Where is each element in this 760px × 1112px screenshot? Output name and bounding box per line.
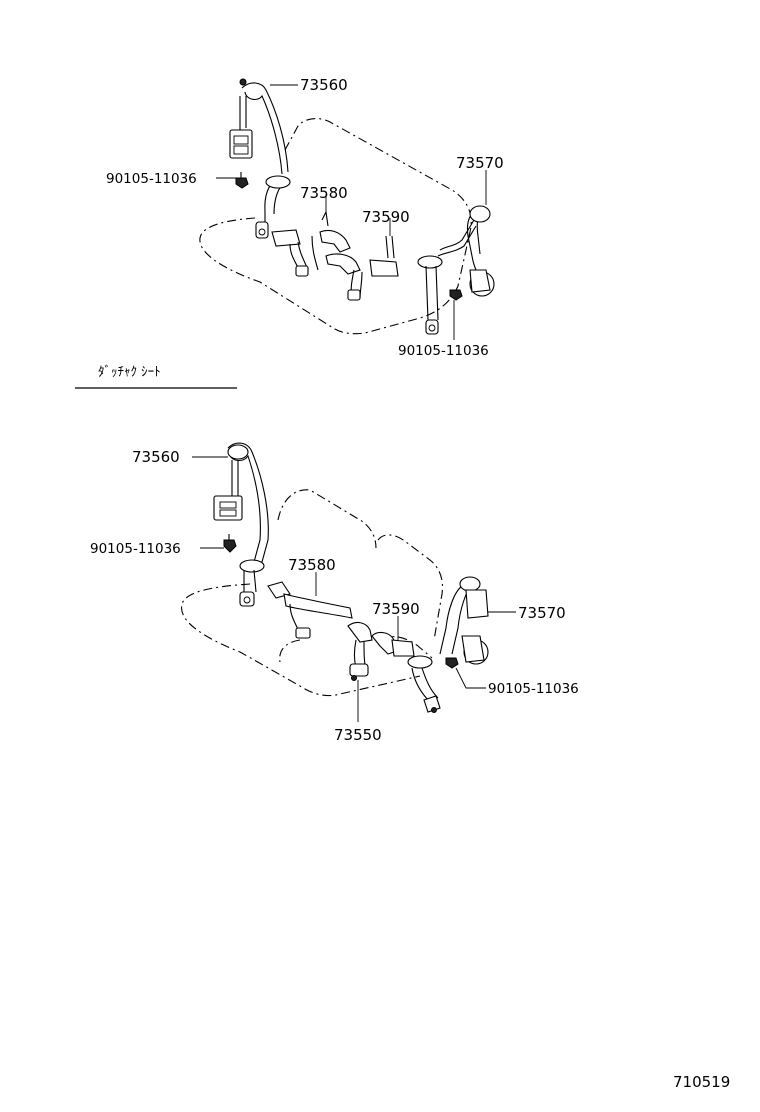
lower-label-73590: 73590 (372, 600, 420, 618)
lower-label-73570: 73570 (518, 604, 566, 622)
upper-seat-outline (199, 117, 472, 335)
lower-assembly: 73560 90105-11036 73580 73590 73570 9010… (90, 442, 579, 744)
upper-bolt-right-icon (449, 289, 463, 301)
figure-id: 710519 (673, 1073, 730, 1091)
upper-label-73570: 73570 (456, 154, 504, 172)
upper-left-retractor (229, 78, 291, 239)
lower-right-retractor (407, 576, 489, 713)
upper-label-bolt-right: 90105-11036 (398, 343, 489, 359)
lower-label-73560: 73560 (132, 448, 180, 466)
upper-label-73560: 73560 (300, 76, 348, 94)
lower-seatback-outline (277, 489, 444, 641)
lower-label-73580: 73580 (288, 556, 336, 574)
lower-label-bolt-right: 90105-11036 (488, 681, 579, 697)
upper-label-bolt-left: 90105-11036 (106, 171, 197, 187)
upper-center-buckles (271, 210, 399, 301)
lower-label-bolt-left: 90105-11036 (90, 541, 181, 557)
lower-center-buckles (267, 581, 415, 681)
lower-bolt-left-icon (223, 534, 237, 553)
section-title: ﾀﾞｯﾁｬｸ ｼｰﾄ (98, 365, 161, 380)
upper-right-retractor (417, 205, 495, 335)
upper-label-73590: 73590 (362, 208, 410, 226)
upper-assembly: 73560 90105-11036 73580 73590 73570 9010… (106, 76, 504, 359)
lower-label-73550: 73550 (334, 726, 382, 744)
upper-bolt-left-icon (235, 172, 249, 189)
upper-label-73580: 73580 (300, 184, 348, 202)
lower-seat-outline-left (181, 583, 421, 697)
lower-left-retractor (213, 442, 269, 607)
lower-bolt-right-icon (445, 657, 459, 669)
